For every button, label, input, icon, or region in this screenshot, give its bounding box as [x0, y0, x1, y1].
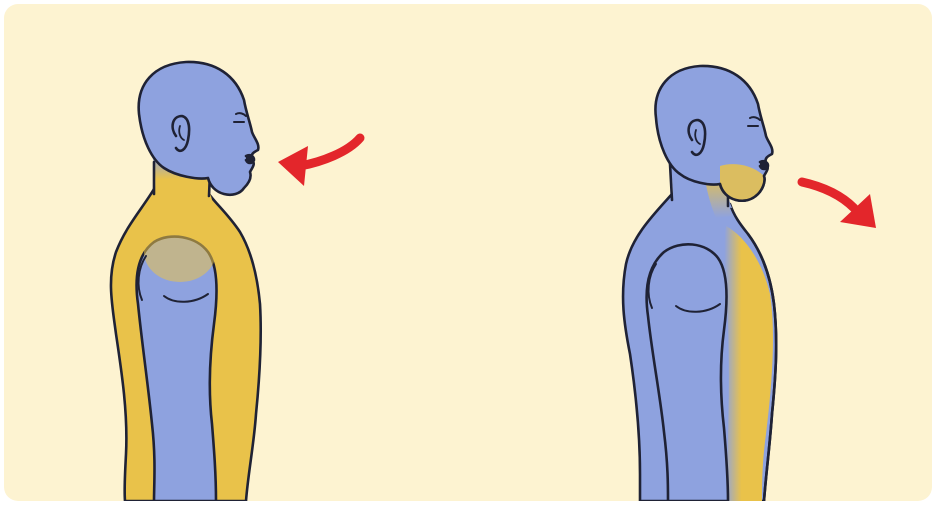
illustration-panel [4, 4, 932, 501]
breathing-posture-illustration [4, 4, 932, 501]
